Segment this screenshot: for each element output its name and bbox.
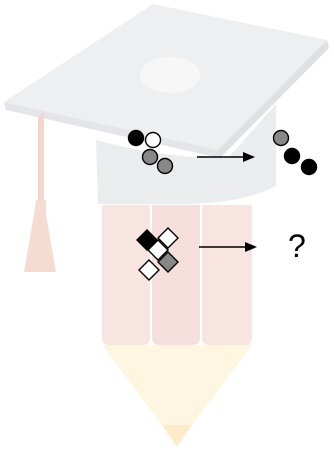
- pencil-point: [162, 425, 192, 447]
- arrow-right-icon: [197, 152, 255, 162]
- tassel: [24, 200, 56, 272]
- arrow-right-icon: [199, 242, 257, 252]
- pencil-icon: [102, 205, 252, 447]
- diamond-black: [136, 229, 158, 251]
- cap-highlight: [140, 57, 200, 93]
- row1-output-circles: [272, 129, 318, 176]
- diamond-white: [138, 259, 160, 281]
- circle-grey: [141, 148, 159, 166]
- diamond-white: [147, 239, 169, 261]
- circle-grey: [272, 129, 290, 147]
- answer-question-mark: ?: [288, 228, 306, 264]
- cap-board-side: [218, 40, 329, 158]
- circle-grey: [156, 157, 174, 175]
- circle-black: [283, 147, 301, 165]
- circle-black: [127, 129, 145, 147]
- pencil-body-middle: [152, 205, 200, 345]
- pencil-body: [102, 205, 150, 345]
- circle-white: [144, 131, 162, 149]
- cap-board-edge: [4, 102, 220, 158]
- cap-skull: [96, 104, 276, 205]
- diamond-white: [157, 227, 179, 249]
- row1-input-circles: [127, 129, 174, 175]
- pencil-body-right: [202, 205, 252, 345]
- tassel-cord: [38, 112, 44, 200]
- row2-input-diamonds: [136, 227, 179, 281]
- graduation-cap-icon: [4, 4, 329, 272]
- diamond-grey: [157, 251, 179, 273]
- pencil-wood: [102, 345, 252, 425]
- circle-black: [300, 158, 318, 176]
